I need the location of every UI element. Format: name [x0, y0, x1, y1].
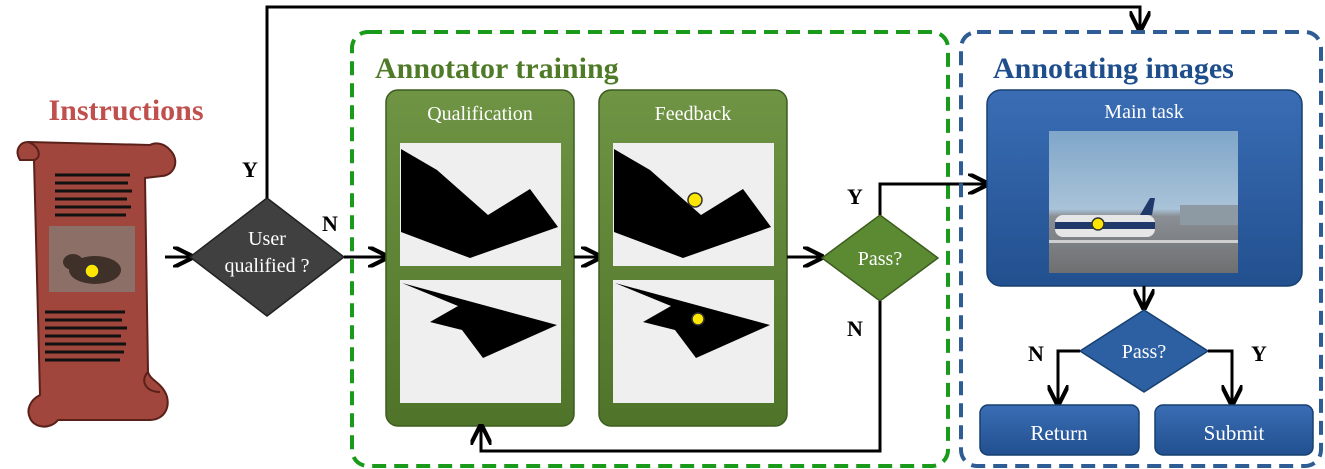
- instructions-group: Instructions: [16, 94, 204, 428]
- qualification-label: Qualification: [427, 103, 533, 125]
- user-qualified-no-label: N: [322, 211, 338, 236]
- arrow-main-pass-no: [1058, 349, 1080, 402]
- main-task-box: Main task: [986, 89, 1303, 287]
- annotating-images-title: Annotating images: [993, 52, 1234, 85]
- feedback-shape-1: [614, 149, 771, 258]
- submit-button[interactable]: Submit: [1154, 404, 1314, 456]
- main-task-label: Main task: [1104, 101, 1183, 123]
- return-label: Return: [1030, 421, 1088, 445]
- annotating-images-border: [959, 30, 1323, 468]
- user-qualified-label-1: User: [248, 228, 286, 250]
- marker-dot: [1091, 217, 1105, 231]
- annotator-training-border: [350, 30, 950, 468]
- training-pass-label: Pass?: [858, 248, 903, 270]
- training-pass-no-label: N: [847, 316, 863, 341]
- scroll-text-lines-top: [55, 173, 132, 217]
- arrow-main-pass-yes: [1208, 349, 1232, 402]
- scroll-text-lines-bottom: [45, 310, 127, 362]
- training-pass-decision: Pass?: [820, 214, 940, 302]
- annotator-training-title: Annotator training: [375, 52, 619, 85]
- main-pass-decision: Pass?: [1078, 309, 1210, 393]
- qualification-shape-2: [402, 283, 557, 358]
- training-pass-yes-label: Y: [847, 184, 863, 209]
- arrow-training-pass-yes: [878, 184, 985, 215]
- instructions-title: Instructions: [48, 94, 203, 127]
- main-pass-label: Pass?: [1122, 341, 1167, 363]
- feedback-panel: Feedback: [598, 89, 788, 427]
- marker-dot: [84, 263, 100, 279]
- arrow-training-pass-no: [481, 301, 882, 453]
- qualification-shape-1: [401, 149, 558, 258]
- return-button[interactable]: Return: [979, 404, 1140, 456]
- scroll-icon: [16, 140, 177, 428]
- main-task-photo: [1049, 131, 1238, 273]
- qualification-panel: Qualification: [385, 89, 575, 427]
- main-pass-yes-label: Y: [1251, 341, 1267, 366]
- user-qualified-decision: User qualified ?: [188, 197, 346, 317]
- scroll-photo: [49, 226, 135, 292]
- arrow-qualified-yes: [265, 5, 1140, 198]
- user-qualified-label-2: qualified ?: [225, 255, 310, 277]
- marker-dot: [691, 312, 705, 326]
- main-pass-no-label: N: [1028, 341, 1044, 366]
- submit-label: Submit: [1204, 421, 1265, 445]
- marker-dot: [687, 192, 703, 208]
- feedback-label: Feedback: [655, 103, 732, 125]
- user-qualified-yes-label: Y: [242, 157, 258, 182]
